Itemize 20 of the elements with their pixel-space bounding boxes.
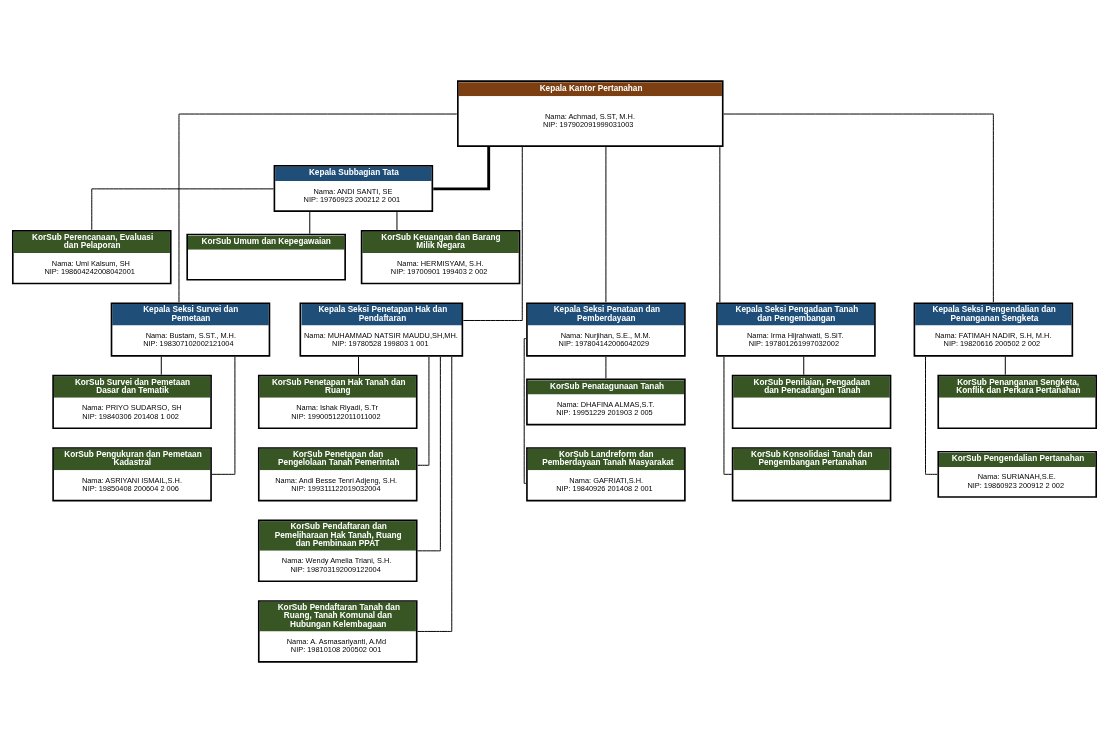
- connector: [433, 146, 491, 190]
- connector: [211, 355, 236, 475]
- connector: [160, 355, 162, 375]
- connector: [396, 211, 398, 230]
- connector: [417, 355, 453, 632]
- connector: [178, 113, 458, 303]
- connector: [605, 355, 607, 379]
- connector: [523, 337, 527, 484]
- connector: [91, 187, 274, 230]
- connector: [417, 356, 430, 466]
- connector: [309, 211, 311, 234]
- connector: [358, 355, 359, 375]
- connector: [719, 146, 721, 303]
- connector: [462, 146, 523, 321]
- connector: [723, 355, 733, 475]
- connector: [605, 146, 607, 303]
- connector: [417, 355, 441, 551]
- connector: [803, 355, 805, 375]
- connector: [723, 113, 994, 303]
- connector: [1004, 355, 1006, 375]
